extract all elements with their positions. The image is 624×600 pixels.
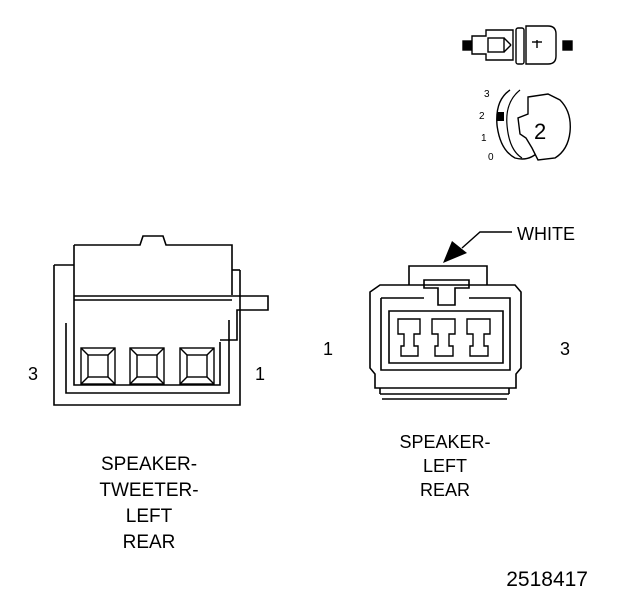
tweeter-pin-right-label: 1 — [255, 364, 265, 384]
tweeter-connector — [53, 235, 269, 406]
tweeter-caption-line-1: SPEAKER- — [101, 454, 197, 475]
tweeter-caption-line-2: TWEETER- — [99, 480, 198, 501]
speaker-pin-right-label: 3 — [560, 339, 570, 359]
key-position-1: 1 — [481, 133, 487, 144]
figure-number: 2518417 — [506, 568, 588, 591]
key-position-3: 3 — [484, 89, 490, 100]
tweeter-terminals — [80, 347, 215, 385]
key-number-label: 2 — [534, 119, 546, 144]
connector-side-view-icon — [462, 25, 573, 65]
key-position-icon: 3 2 1 0 2 — [479, 89, 571, 163]
tweeter-caption-line-4: REAR — [123, 532, 176, 553]
speaker-caption-line-1: SPEAKER- — [399, 432, 490, 452]
tweeter-pin-left-label: 3 — [28, 364, 38, 384]
speaker-terminals — [397, 318, 491, 357]
tweeter-caption-line-3: LEFT — [126, 506, 173, 527]
speaker-pin-left-label: 1 — [323, 339, 333, 359]
tweeter-caption: SPEAKER- TWEETER- LEFT REAR — [99, 454, 198, 553]
speaker-connector — [369, 265, 522, 400]
white-color-callout: WHITE — [443, 224, 575, 263]
key-position-2: 2 — [479, 111, 485, 122]
white-color-label: WHITE — [517, 224, 575, 244]
key-position-0: 0 — [488, 152, 494, 163]
speaker-caption: SPEAKER- LEFT REAR — [399, 432, 490, 500]
speaker-caption-line-3: REAR — [420, 480, 470, 500]
speaker-caption-line-2: LEFT — [423, 456, 467, 476]
